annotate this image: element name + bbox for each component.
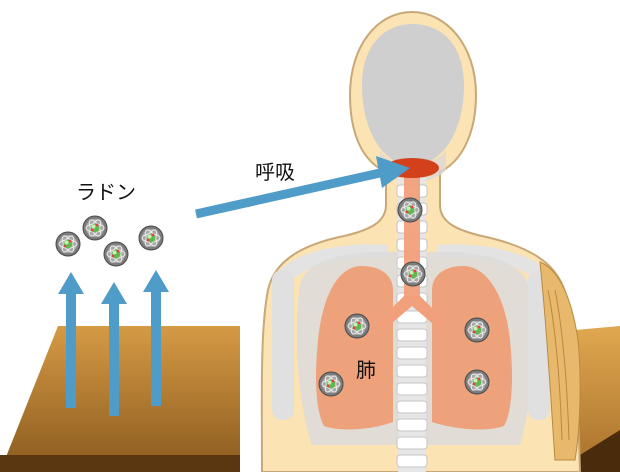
radon-particle-icon — [138, 225, 164, 251]
breathing-label: 呼吸 — [255, 160, 295, 184]
up-arrow-icon — [101, 282, 127, 416]
lungs — [316, 266, 512, 430]
radon-particle-icon — [318, 371, 344, 397]
radon-label: ラドン — [76, 180, 136, 204]
radon-particle-icon — [464, 317, 490, 343]
breath-arrow-icon — [195, 156, 410, 219]
up-arrows — [58, 270, 169, 416]
radon-particle-icon — [103, 241, 129, 267]
radon-particle-icon — [55, 231, 81, 257]
up-arrow-icon — [58, 272, 84, 408]
radon-particle-icon — [400, 261, 426, 287]
radon-particle-icon — [464, 369, 490, 395]
lung-label: 肺 — [356, 358, 376, 382]
radon-particle-icon — [82, 215, 108, 241]
ground — [0, 326, 620, 472]
radon-particle-icon — [397, 197, 423, 223]
radon-particle-icon — [344, 313, 370, 339]
up-arrow-icon — [143, 270, 169, 406]
